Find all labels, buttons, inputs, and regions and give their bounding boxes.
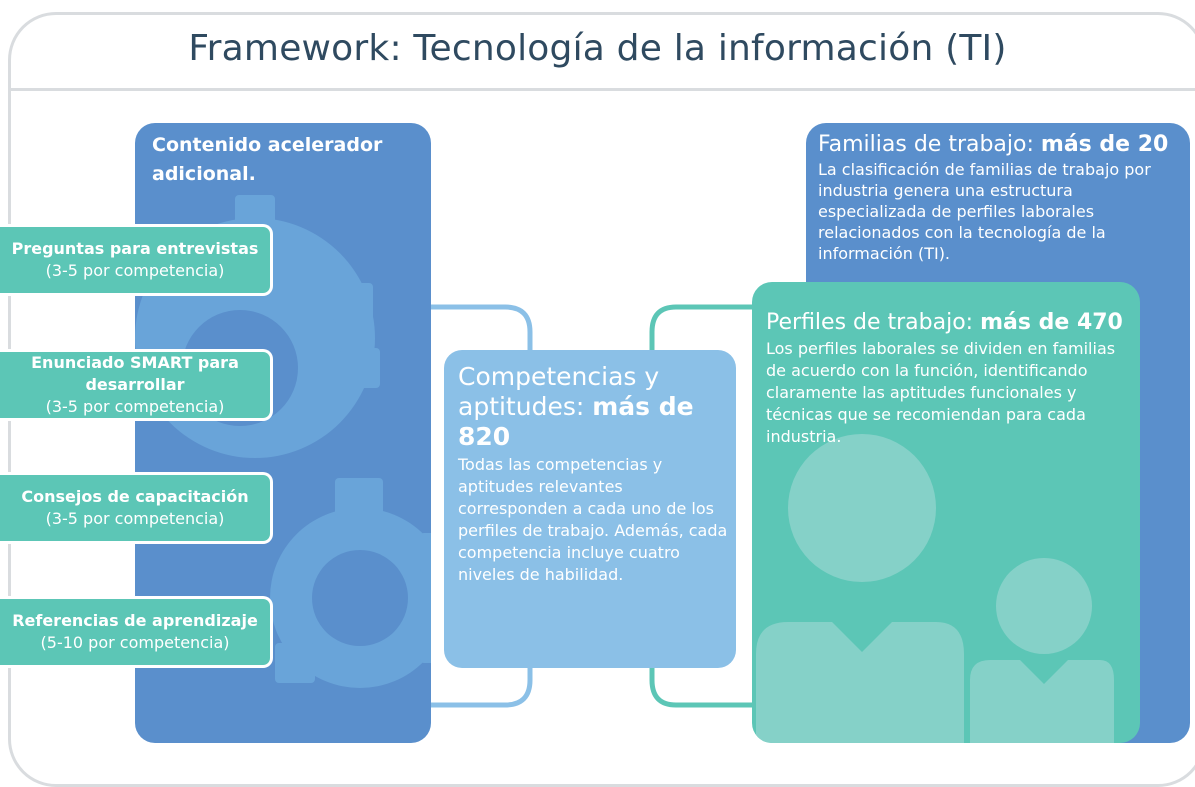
accelerator-item-title: Consejos de capacitación	[21, 487, 249, 506]
competencies-count: más de 820	[458, 392, 694, 451]
title-divider	[10, 88, 1195, 91]
competencies-title-label: Competencias y aptitudes:	[458, 362, 660, 421]
accelerator-item-smart-statement: Enunciado SMART para desarrollar (3-5 po…	[0, 349, 273, 421]
accelerator-item-subtitle: (3-5 por competencia)	[45, 509, 225, 528]
accelerator-item-learning-references: Referencias de aprendizaje (5-10 por com…	[0, 596, 273, 668]
accelerator-item-subtitle: (5-10 por competencia)	[40, 633, 230, 652]
connector-right-upper	[649, 304, 754, 350]
connector-left-upper	[431, 304, 533, 350]
profiles-description: Los perfiles laborales se dividen en fam…	[766, 339, 1116, 446]
families-title: Familias de trabajo: más de 20	[818, 131, 1182, 159]
profiles-count: más de 470	[980, 310, 1123, 335]
accelerator-item-title: Enunciado SMART para desarrollar	[31, 353, 239, 394]
accelerator-item-title: Referencias de aprendizaje	[12, 611, 258, 630]
profiles-box: Perfiles de trabajo: más de 470 Los perf…	[752, 282, 1140, 743]
families-count: más de 20	[1040, 132, 1169, 157]
accelerator-item-subtitle: (3-5 por competencia)	[45, 261, 225, 280]
accelerator-item-training-tips: Consejos de capacitación (3-5 por compet…	[0, 472, 273, 544]
competencies-description: Todas las competencias y aptitudes relev…	[458, 455, 728, 584]
connector-left-lower	[431, 668, 533, 708]
profiles-title-label: Perfiles de trabajo:	[766, 310, 981, 335]
page-title: Framework: Tecnología de la información …	[188, 28, 1007, 69]
families-title-label: Familias de trabajo:	[818, 132, 1041, 157]
families-description: La clasificación de familias de trabajo …	[818, 160, 1151, 263]
competencies-box: Competencias y aptitudes: más de 820 Tod…	[444, 350, 736, 668]
connector-right-lower	[649, 668, 754, 708]
person-icon	[756, 434, 1114, 743]
accelerator-item-subtitle: (3-5 por competencia)	[45, 397, 225, 416]
accelerator-item-interview-questions: Preguntas para entrevistas (3-5 por comp…	[0, 224, 273, 296]
profiles-title: Perfiles de trabajo: más de 470	[766, 308, 1132, 338]
accelerator-title: Contenido acelerador adicional.	[152, 134, 383, 185]
competencies-title: Competencias y aptitudes: más de 820	[458, 362, 728, 452]
accelerator-item-title: Preguntas para entrevistas	[11, 239, 259, 258]
